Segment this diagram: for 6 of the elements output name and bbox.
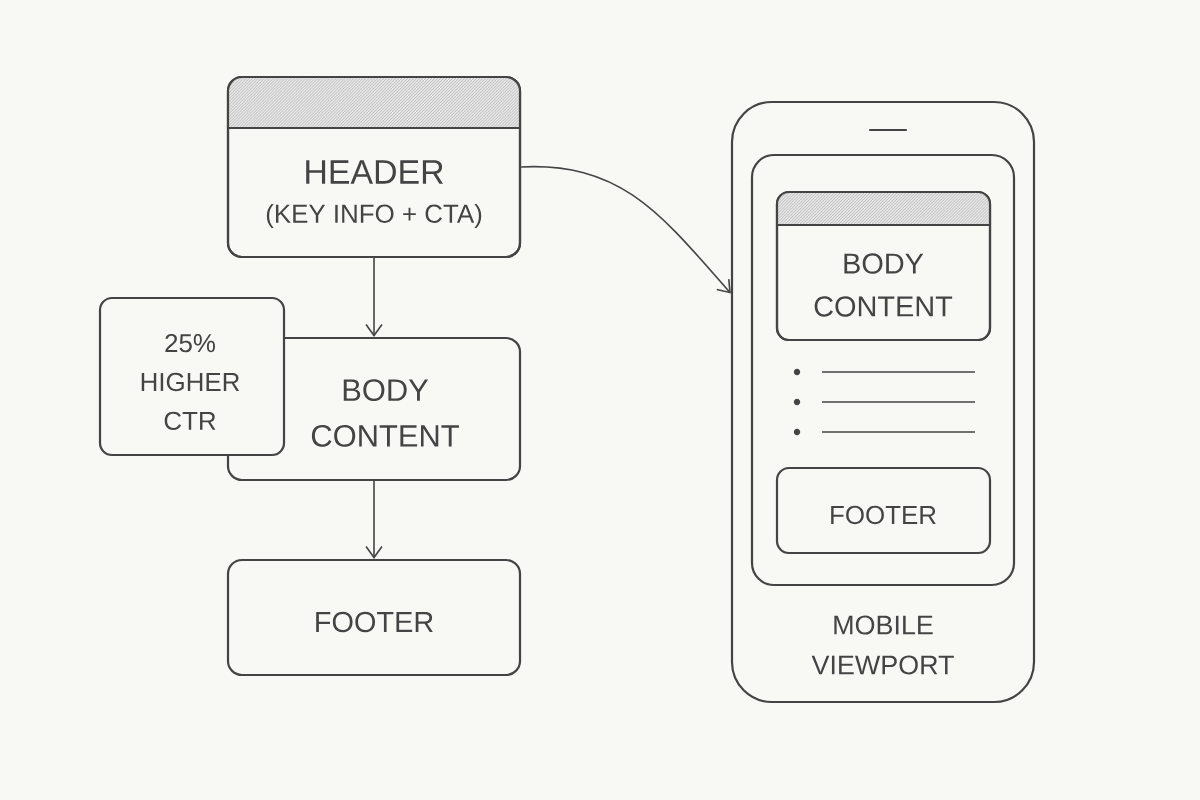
arrow	[365, 480, 383, 559]
arrow	[365, 257, 383, 337]
arrow	[520, 166, 731, 294]
footer-box: FOOTER	[775, 466, 992, 555]
footer-box: FOOTER	[226, 558, 522, 677]
stat-card: 25% HIGHER CTR	[98, 296, 286, 457]
